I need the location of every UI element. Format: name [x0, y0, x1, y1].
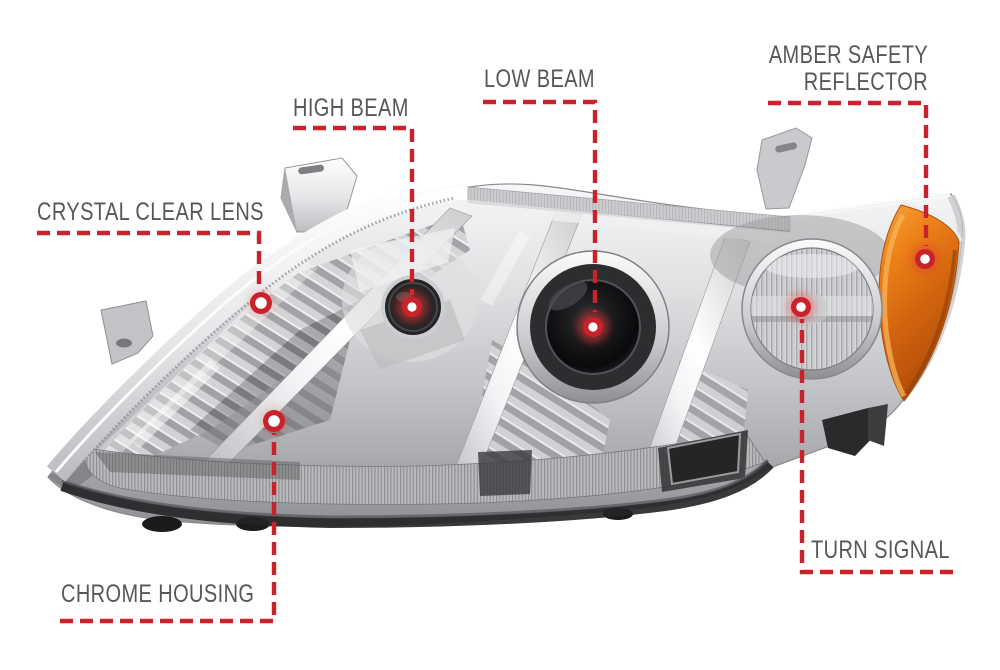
low-beam-projector	[516, 250, 670, 404]
low-beam-label: LOW BEAM	[484, 65, 595, 93]
amber-safety-reflector-label-line1: AMBER SAFETY	[768, 41, 928, 69]
amber-safety-reflector-label: AMBER SAFETY REFLECTOR	[769, 42, 928, 96]
amber-safety-reflector-label-line2: REFLECTOR	[803, 68, 928, 96]
amber-reflector	[878, 201, 963, 402]
turn-signal-label: TURN SIGNAL	[811, 536, 950, 564]
crystal-clear-lens-label: CRYSTAL CLEAR LENS	[37, 198, 264, 226]
mounting-tab-top-right	[756, 127, 813, 210]
turn-signal-lamp	[741, 238, 883, 380]
chrome-housing-label: CHROME HOUSING	[61, 580, 255, 608]
high-beam-label: HIGH BEAM	[293, 94, 409, 122]
mounting-tab-left	[100, 300, 154, 365]
